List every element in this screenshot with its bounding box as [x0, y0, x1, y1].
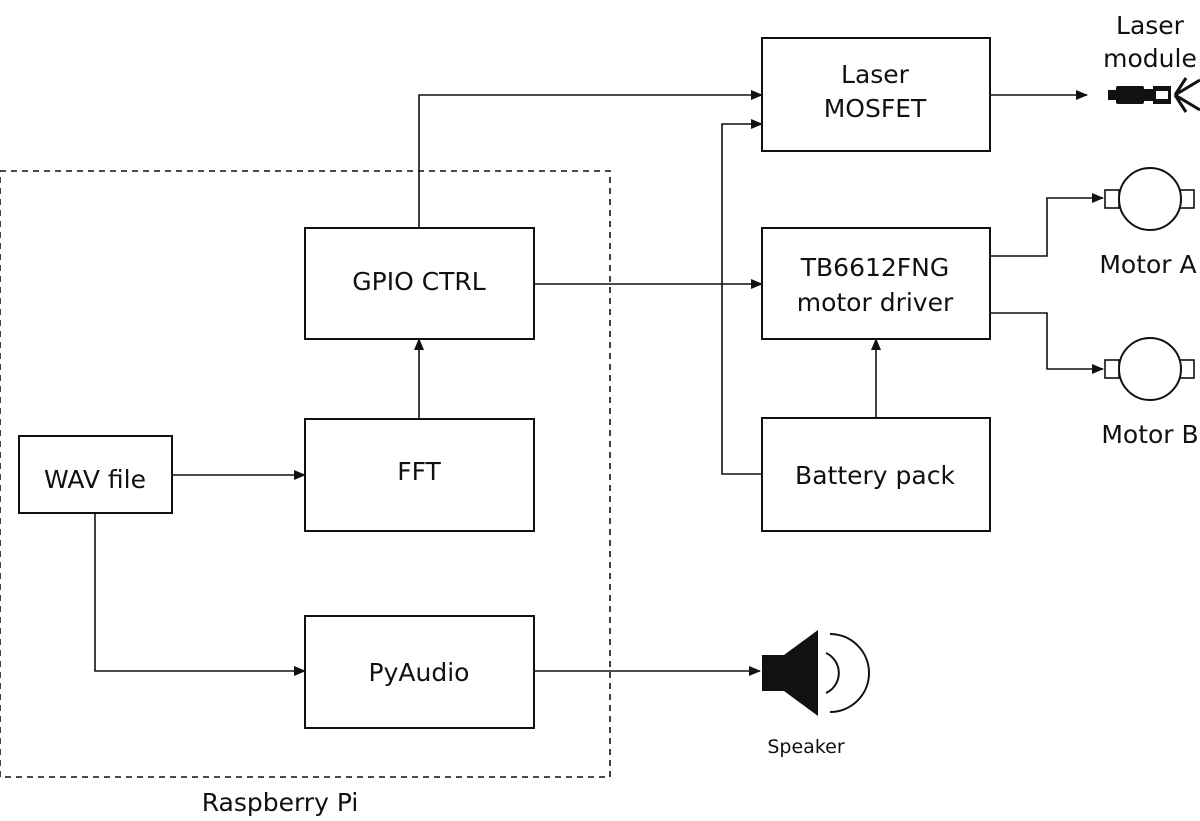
laser-module-label-1: Laser	[1116, 11, 1185, 40]
speaker-icon	[762, 630, 870, 716]
fft-block: FFT	[304, 418, 535, 532]
driver-to-motor-a-arrow	[990, 193, 1104, 257]
motor-a-label: Motor A	[1099, 250, 1196, 279]
raspberry-pi-group	[0, 170, 611, 778]
pyaudio-label: PyAudio	[369, 658, 470, 687]
wav-file-label: WAV file	[44, 465, 146, 494]
laser-mosfet-label-1: Laser	[841, 60, 910, 89]
laser-mosfet-label-2: MOSFET	[824, 94, 927, 123]
gpio-ctrl-label: GPIO CTRL	[352, 267, 486, 296]
motor-a-icon	[1104, 167, 1195, 231]
laser-icon	[1108, 77, 1200, 113]
motor-driver-label-1: TB6612FNG	[800, 253, 950, 282]
motor-driver-block: TB6612FNG motor driver	[761, 227, 991, 340]
battery-pack-block: Battery pack	[761, 417, 991, 532]
motor-driver-label-2: motor driver	[797, 288, 954, 317]
battery-pack-label: Battery pack	[795, 461, 955, 490]
motor-b-label: Motor B	[1101, 420, 1198, 449]
pyaudio-block: PyAudio	[304, 615, 535, 729]
laser-module-label-2: module	[1103, 44, 1197, 73]
battery-to-laser-mosfet-arrow	[721, 119, 763, 475]
raspberry-pi-label: Raspberry Pi	[202, 788, 359, 817]
fft-label: FFT	[397, 457, 441, 486]
wav-file-block: WAV file	[18, 435, 173, 514]
gpio-ctrl-block: GPIO CTRL	[304, 227, 535, 340]
driver-to-motor-b-arrow	[990, 312, 1104, 374]
laser-mosfet-block: Laser MOSFET	[761, 37, 991, 152]
motor-b-icon	[1104, 337, 1195, 401]
gpio-to-laser-mosfet-arrow	[418, 90, 763, 228]
speaker-label: Speaker	[767, 736, 844, 758]
wav-to-pyaudio-arrow	[94, 513, 306, 676]
